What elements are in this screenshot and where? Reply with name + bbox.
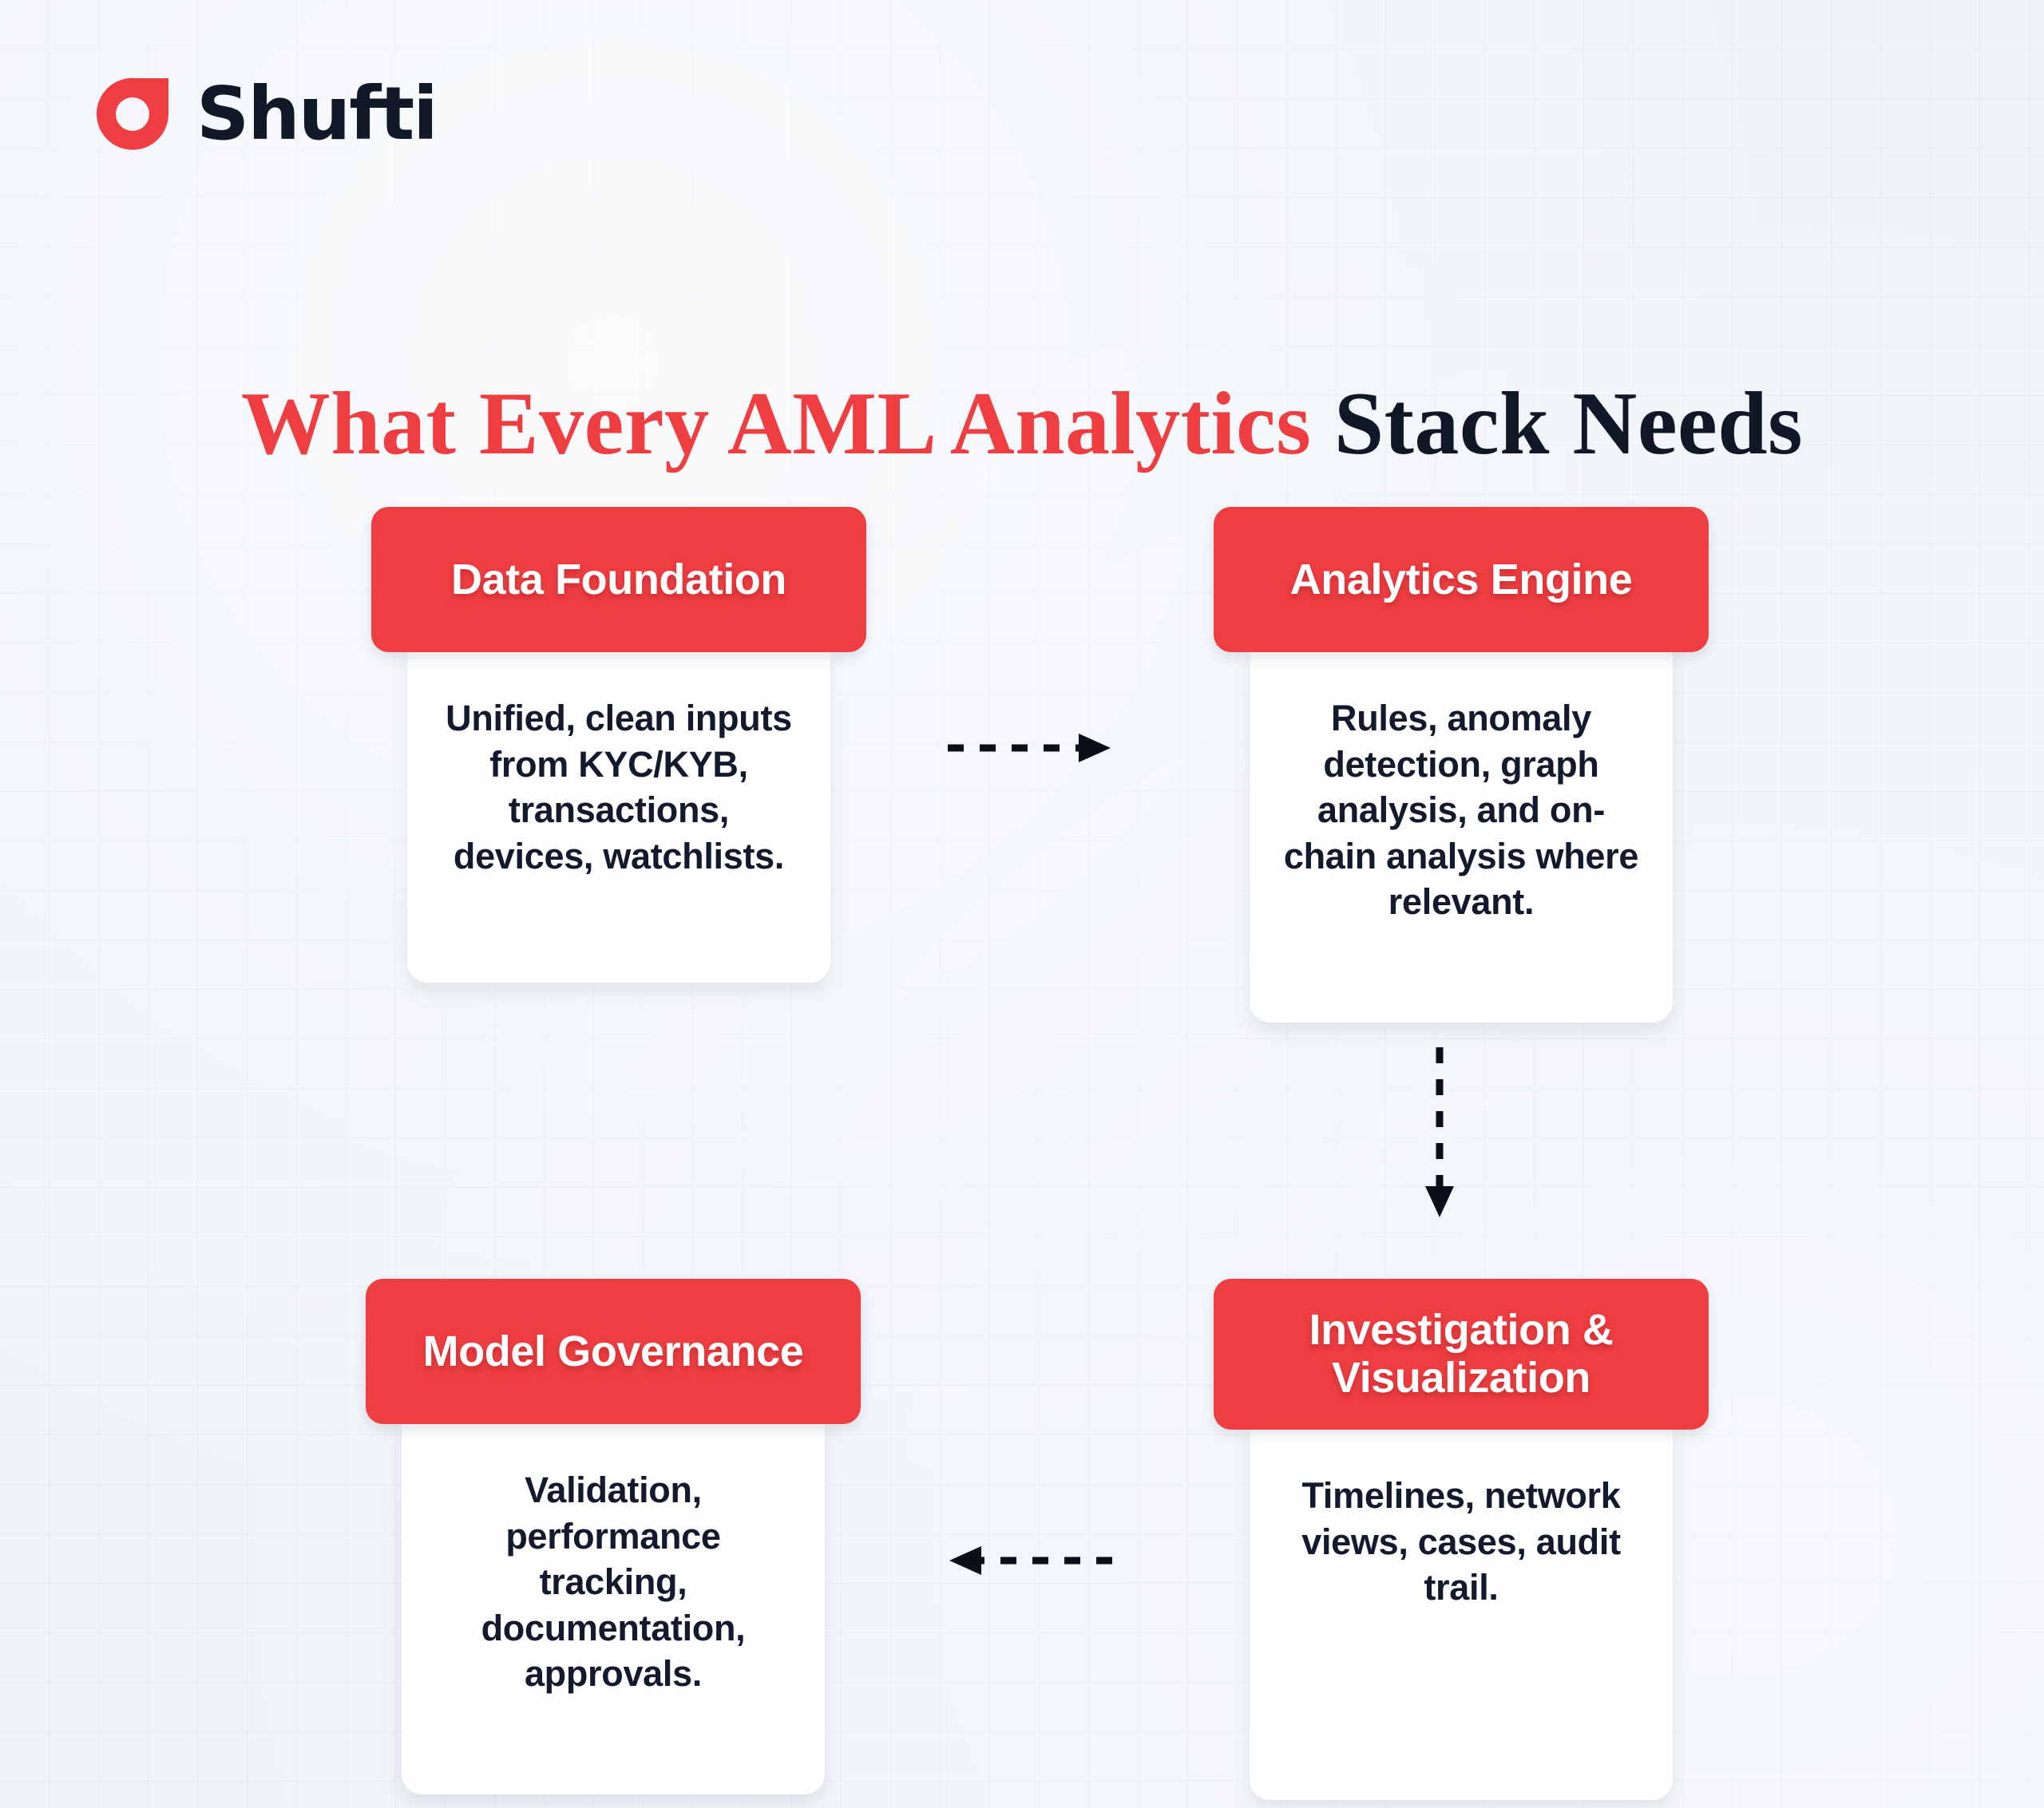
shufti-ring-icon bbox=[94, 76, 171, 152]
card-investigation-visualization-header: Investigation & Visualization bbox=[1214, 1279, 1709, 1430]
card-analytics-engine-header: Analytics Engine bbox=[1214, 507, 1709, 652]
card-data-foundation-body: Unified, clean inputs from KYC/KYB, tran… bbox=[407, 646, 830, 983]
card-model-governance[interactable]: Model Governance Validation, performance… bbox=[366, 1279, 861, 1794]
brand-wordmark: Shufti bbox=[196, 71, 438, 156]
brand-logo[interactable]: Shufti bbox=[94, 71, 438, 156]
page-title: What Every AML Analytics Stack Needs bbox=[0, 374, 2044, 474]
card-data-foundation[interactable]: Data Foundation Unified, clean inputs fr… bbox=[371, 507, 866, 983]
arrow-analytics-engine-to-investigation bbox=[1420, 1046, 1460, 1225]
card-analytics-engine-body: Rules, anomaly detection, graph analysis… bbox=[1250, 646, 1673, 1023]
card-analytics-engine[interactable]: Analytics Engine Rules, anomaly detectio… bbox=[1214, 507, 1709, 1023]
card-investigation-visualization[interactable]: Investigation & Visualization Timelines,… bbox=[1214, 1279, 1709, 1800]
page-title-rest: Stack Needs bbox=[1311, 374, 1804, 474]
card-model-governance-body: Validation, performance tracking, docume… bbox=[402, 1418, 825, 1794]
arrow-data-foundation-to-analytics-engine bbox=[946, 728, 1114, 772]
arrow-investigation-to-model-governance bbox=[946, 1541, 1114, 1584]
card-investigation-visualization-body: Timelines, network views, cases, audit t… bbox=[1250, 1422, 1673, 1800]
card-data-foundation-header: Data Foundation bbox=[371, 507, 866, 652]
page-title-highlight: What Every AML Analytics bbox=[240, 374, 1312, 474]
card-model-governance-header: Model Governance bbox=[366, 1279, 861, 1424]
